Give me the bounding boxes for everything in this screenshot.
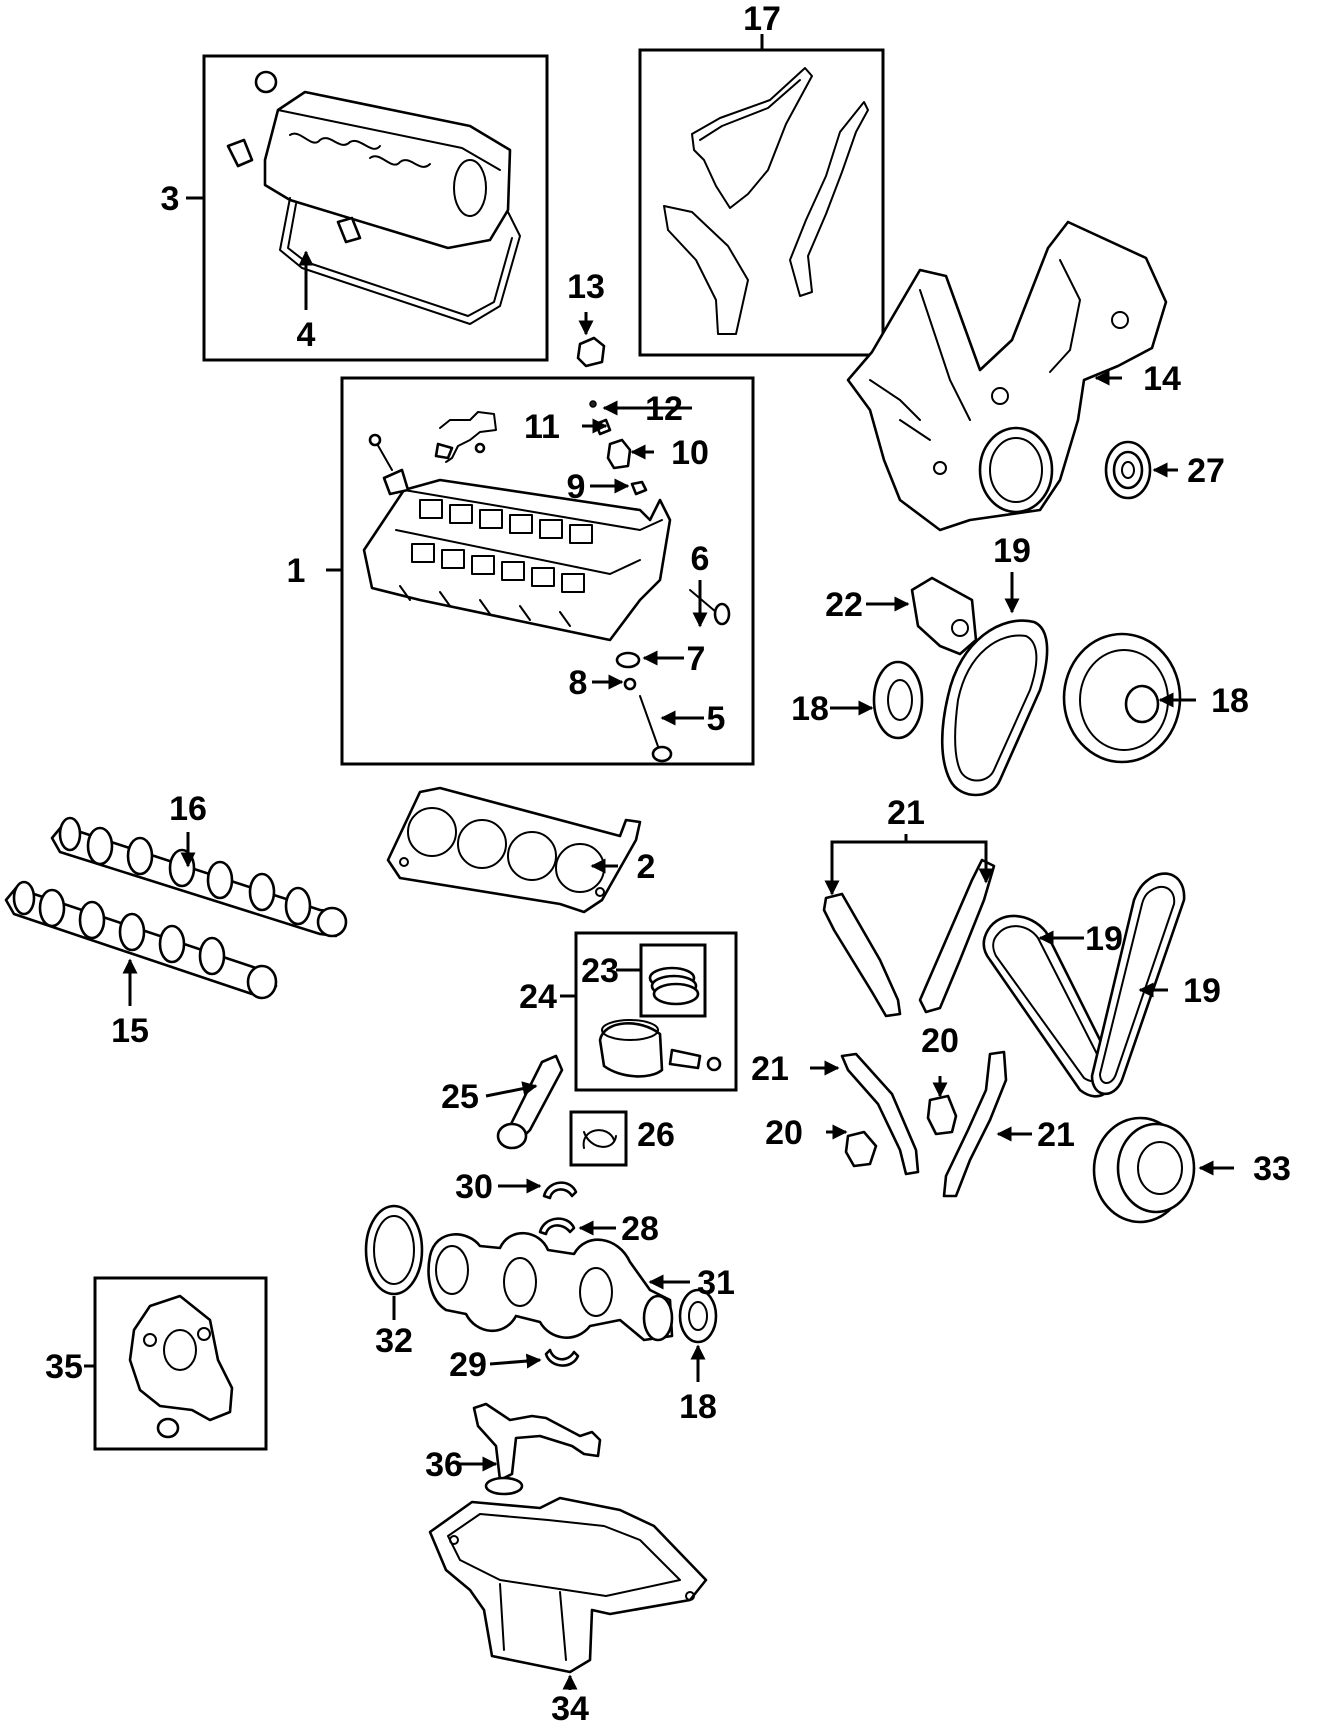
crank-pulley-33 [1092,1116,1196,1224]
callout-5[interactable]: 5 [707,700,726,738]
callout-34[interactable]: 34 [551,1690,589,1726]
callout-21-right[interactable]: 21 [1037,1116,1075,1154]
rear-seal-32 [364,1204,424,1296]
callout-23[interactable]: 23 [581,952,619,990]
cam-sprocket-left [872,660,924,740]
callout-19-top[interactable]: 19 [993,532,1031,570]
callout-9[interactable]: 9 [567,468,586,506]
tensioner-20-left [844,1130,878,1168]
callout-4[interactable]: 4 [297,316,316,354]
crank-sprocket-18 [678,1288,718,1344]
valve-cover-gasket [279,197,521,325]
piston-group-box [574,931,738,1092]
callout-3[interactable]: 3 [161,180,180,218]
callout-18-bottom[interactable]: 18 [679,1388,717,1426]
piston-rings-23 [648,966,700,1006]
callout-6[interactable]: 6 [691,540,710,578]
callout-1[interactable]: 1 [287,552,306,590]
valve-cover [226,70,512,250]
callout-15[interactable]: 15 [111,1012,149,1050]
callout-24[interactable]: 24 [519,978,557,1016]
callout-28[interactable]: 28 [621,1210,659,1248]
cylinder-head [362,478,672,642]
bearing-box [569,1110,628,1167]
callout-numbers: 1 2 3 4 5 6 7 8 9 10 11 12 13 14 15 16 1… [45,0,1291,1726]
callout-26[interactable]: 26 [637,1116,675,1154]
thrust-bearing-30 [542,1181,578,1200]
timing-cover [846,220,1168,532]
callout-19-mid[interactable]: 19 [1085,920,1123,958]
callout-20-top[interactable]: 20 [921,1022,959,1060]
front-seal [1104,440,1152,500]
crankshaft-31 [427,1231,674,1342]
callout-21-top[interactable]: 21 [887,794,925,832]
callout-14[interactable]: 14 [1143,360,1181,398]
callout-10[interactable]: 10 [671,434,709,472]
main-bearing-28 [538,1217,576,1236]
tensioner-20-right [926,1094,958,1136]
callout-20-left[interactable]: 20 [765,1114,803,1152]
oil-pan-34 [428,1496,708,1674]
callout-30[interactable]: 30 [455,1168,493,1206]
callout-27[interactable]: 27 [1187,452,1225,490]
camshaft-15 [4,880,278,1000]
callout-17[interactable]: 17 [743,0,781,38]
oil-pump-group-box [93,1276,268,1451]
chain-tensioner-22 [910,576,978,656]
callout-22[interactable]: 22 [825,586,863,624]
cam-sprocket-right [1062,632,1182,764]
callout-12[interactable]: 12 [645,390,683,428]
chain-guides-lower [840,1050,1008,1198]
oil-pickup-36 [472,1402,602,1496]
head-small-parts [368,400,731,763]
callout-18-right[interactable]: 18 [1211,682,1249,720]
callout-8[interactable]: 8 [569,664,588,702]
timing-chain-upper [940,619,1049,797]
callout-18-left[interactable]: 18 [791,690,829,728]
callout-36[interactable]: 36 [425,1446,463,1484]
callout-25[interactable]: 25 [441,1078,479,1116]
rod-bearing-26 [582,1129,617,1149]
oil-pump-35 [128,1294,234,1439]
callout-29[interactable]: 29 [449,1346,487,1384]
valve-cover-group-box [202,54,549,362]
callout-21-left[interactable]: 21 [751,1050,789,1088]
main-bearing-29 [544,1348,580,1367]
callout-11[interactable]: 11 [524,408,560,446]
callout-19-right[interactable]: 19 [1183,972,1221,1010]
callout-2[interactable]: 2 [637,848,656,886]
camshaft-16 [50,816,348,938]
head-gasket [386,786,642,914]
callout-31[interactable]: 31 [697,1264,735,1302]
callout-7[interactable]: 7 [687,640,706,678]
timing-chain-lower-right [1090,872,1186,1096]
callout-16[interactable]: 16 [169,790,207,828]
timing-cover-gaskets [663,67,869,335]
leader-lines [84,34,1234,1690]
callout-33[interactable]: 33 [1253,1150,1291,1188]
timing-cover-gasket-group-box [638,48,885,357]
callout-35[interactable]: 35 [45,1348,83,1386]
chain-guides-upper [822,858,996,1018]
callout-32[interactable]: 32 [375,1322,413,1360]
piston-rings-box [639,943,707,1018]
piston-24 [598,1019,722,1078]
callout-13[interactable]: 13 [567,268,605,306]
plug-13 [576,336,606,368]
connecting-rod-25 [496,1054,564,1150]
